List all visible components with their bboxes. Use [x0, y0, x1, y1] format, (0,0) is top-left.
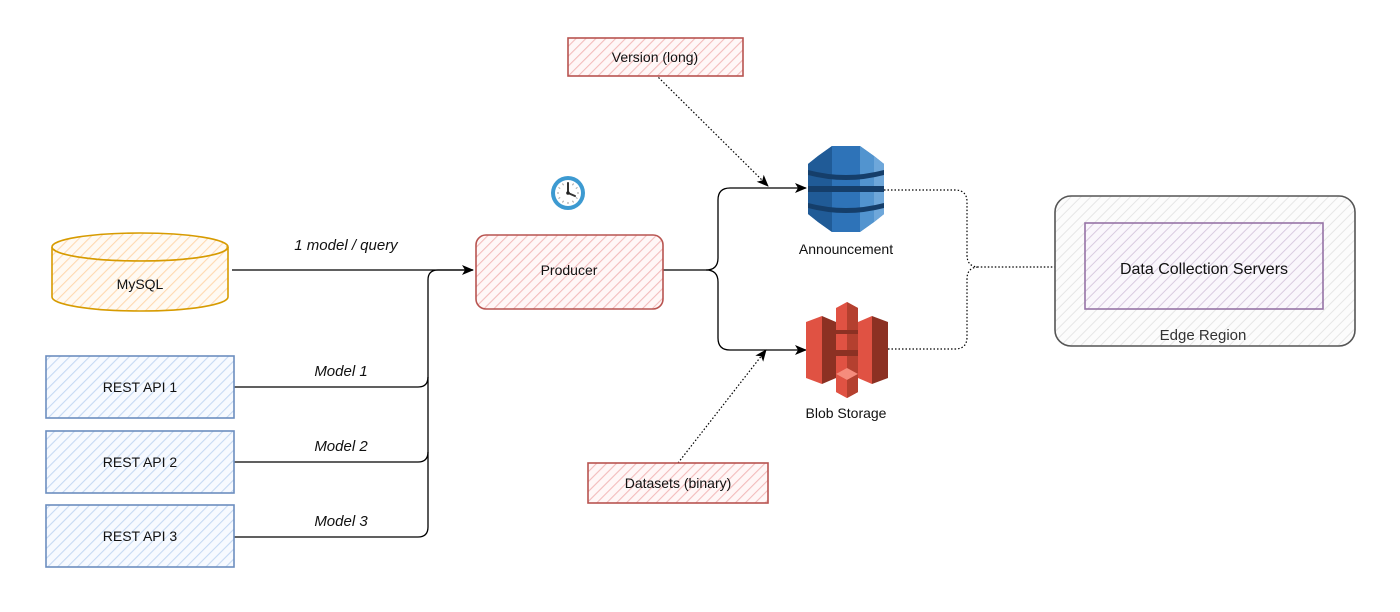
rest-api-2-box	[45, 430, 235, 494]
clock-icon	[551, 176, 585, 210]
edge-blob-dcs[interactable]	[888, 266, 980, 350]
data-collection-servers-node[interactable]: Data Collection Servers	[1084, 222, 1324, 310]
dynamodb-icon	[808, 146, 884, 232]
edge-version-annotation[interactable]	[655, 74, 769, 187]
edge-label-model-2: Model 2	[314, 438, 368, 455]
mysql-cylinder-top	[51, 232, 229, 262]
producer-node[interactable]: Producer	[475, 234, 664, 310]
blob-storage-node[interactable]: Blob Storage	[806, 302, 888, 421]
version-label: Version (long)	[612, 49, 698, 65]
rest-api-2-node[interactable]: REST API 2	[45, 430, 235, 494]
datasets-node[interactable]: Datasets (binary)	[587, 462, 769, 504]
datasets-box	[587, 462, 769, 504]
edge-label-model-1: Model 1	[314, 363, 367, 380]
edge-rest1-producer[interactable]	[234, 269, 473, 388]
rest-api-1-box	[45, 355, 235, 419]
mysql-label: MySQL	[117, 276, 164, 292]
producer-label: Producer	[541, 262, 598, 278]
announcement-node[interactable]: Announcement	[799, 146, 893, 257]
mysql-sketch-stroke	[53, 245, 227, 261]
edge-datasets-annotation[interactable]	[677, 349, 767, 464]
producer-box	[475, 234, 664, 310]
edge-producer-announcement[interactable]	[663, 183, 807, 271]
rest-api-3-box	[45, 504, 235, 568]
edge-rest3-producer[interactable]	[234, 452, 429, 538]
data-collection-servers-label: Data Collection Servers	[1120, 261, 1288, 278]
mysql-cylinder-body	[51, 247, 229, 312]
edge-label-model-3: Model 3	[314, 513, 368, 530]
rest-api-2-label: REST API 2	[103, 454, 178, 470]
edge-producer-blob[interactable]	[705, 269, 807, 355]
rest-api-3-node[interactable]: REST API 3	[45, 504, 235, 568]
datasets-label: Datasets (binary)	[625, 475, 732, 491]
edge-label-mysql: 1 model / query	[294, 237, 399, 254]
data-collection-servers-box	[1084, 222, 1324, 310]
version-box	[567, 37, 744, 77]
version-node[interactable]: Version (long)	[567, 37, 744, 77]
announcement-label: Announcement	[799, 241, 893, 257]
rest-api-3-label: REST API 3	[103, 528, 178, 544]
edge-announcement-dcs[interactable]	[884, 189, 1087, 272]
edge-region-label: Edge Region	[1160, 327, 1247, 344]
rest-api-1-node[interactable]: REST API 1	[45, 355, 235, 419]
rest-api-1-label: REST API 1	[103, 379, 178, 395]
s3-bucket-icon	[806, 302, 888, 398]
blob-storage-label: Blob Storage	[806, 405, 887, 421]
mysql-node[interactable]: MySQL	[51, 232, 229, 312]
edges	[232, 74, 1087, 538]
